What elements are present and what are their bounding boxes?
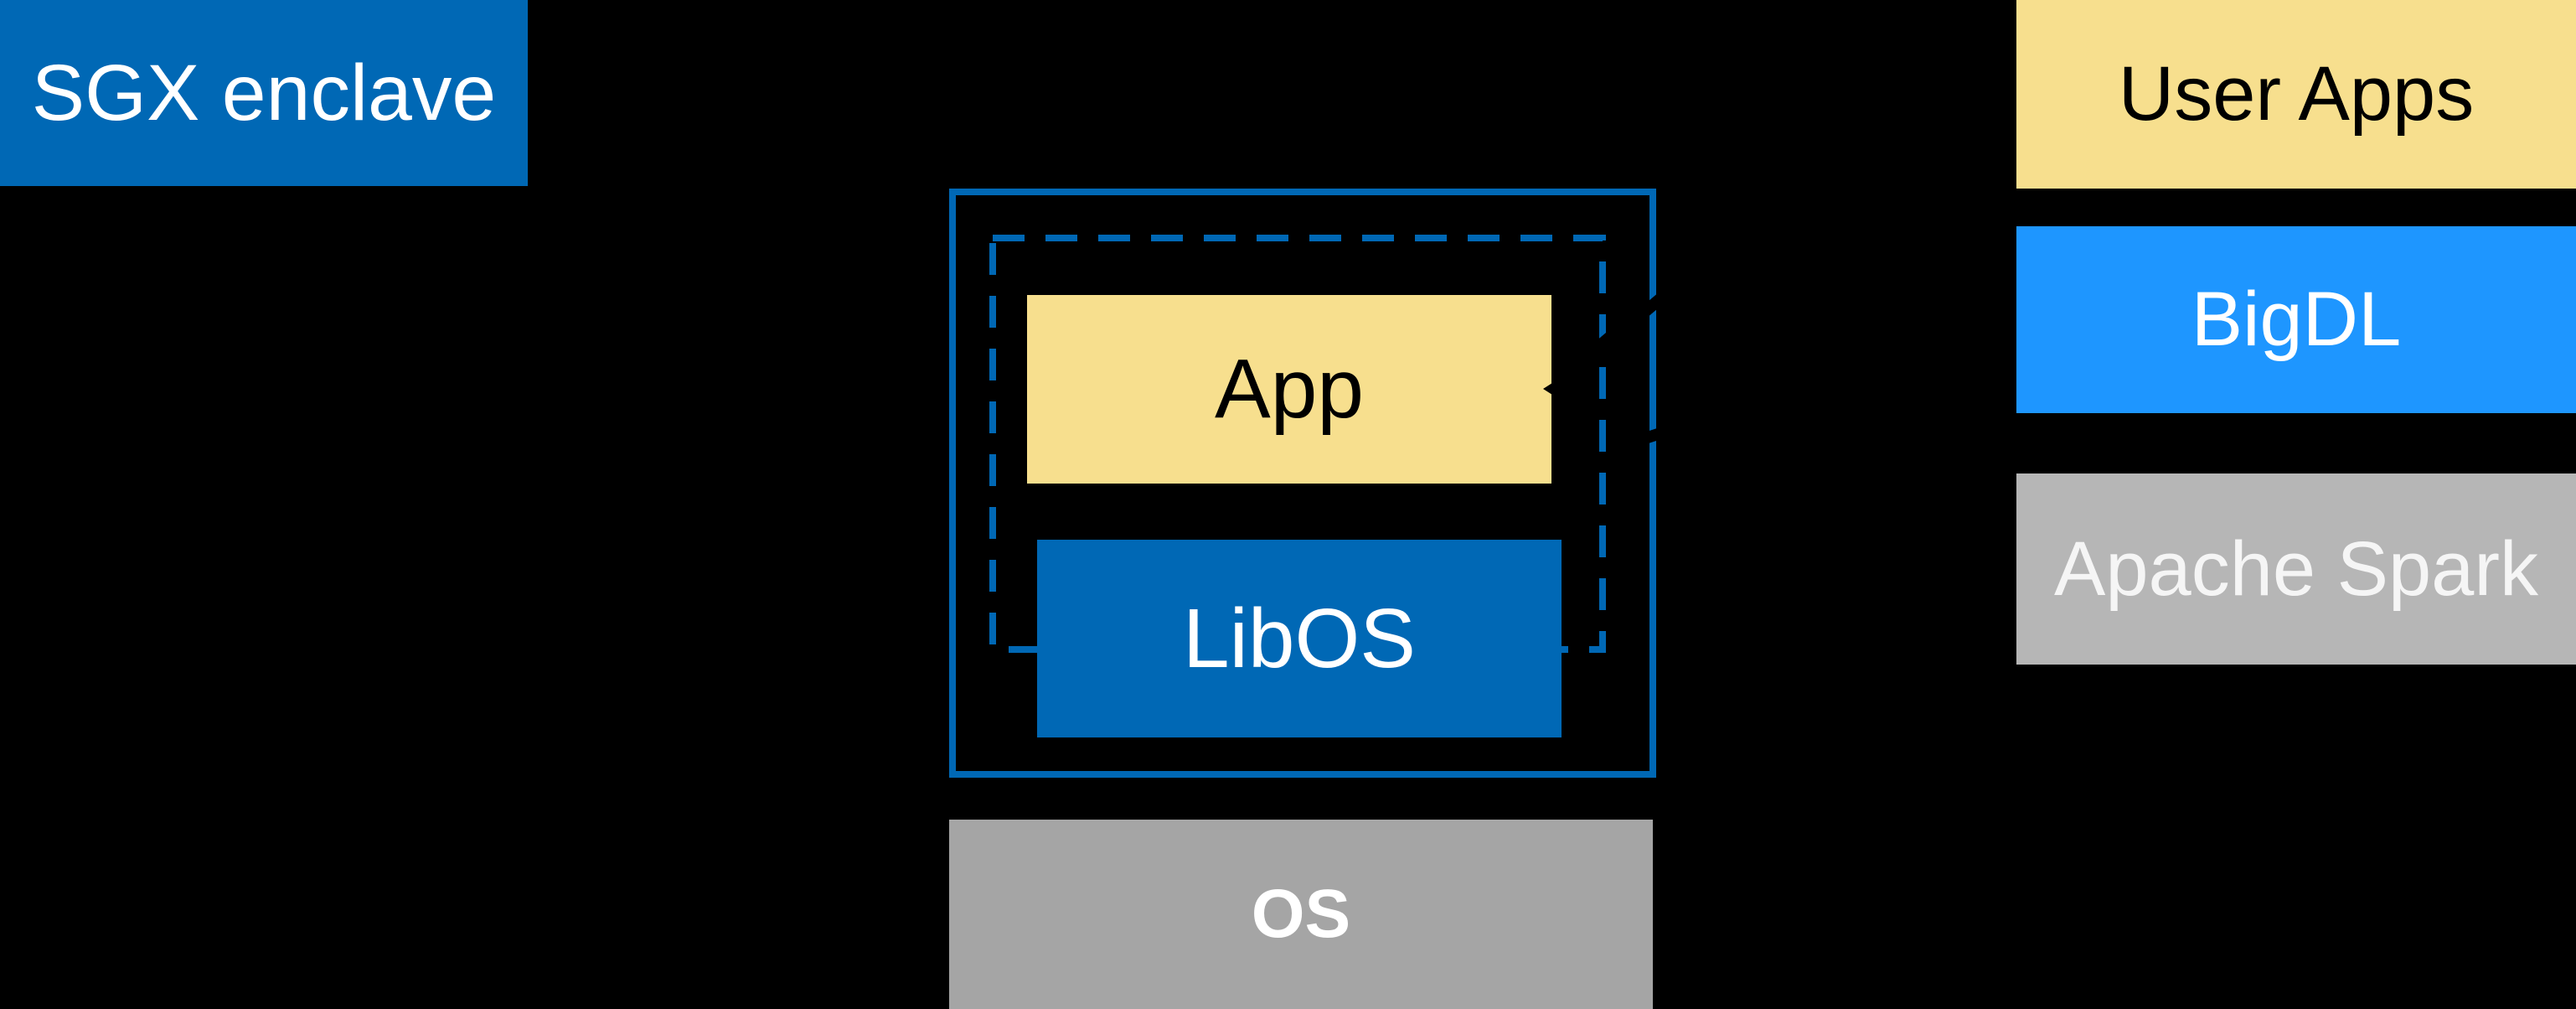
- app-label: App: [1215, 342, 1364, 436]
- user-apps-label: User Apps: [2118, 51, 2475, 137]
- arrow-dash-over-border-lower: [1634, 424, 1672, 448]
- enclave-border: [949, 189, 1656, 778]
- arrow-dash-over-border-upper: [1636, 290, 1670, 320]
- sgx-arrowhead-icon: [519, 509, 532, 522]
- libos-box: LibOS: [1037, 540, 1562, 737]
- bigdl-label: BigDL: [2191, 277, 2402, 362]
- bigdl-box: BigDL: [2016, 226, 2576, 413]
- os-box: OS: [949, 820, 1653, 1009]
- sgx-enclave-label: SGX enclave: [31, 48, 497, 137]
- app-arrowhead-icon: [1543, 377, 1562, 401]
- sgx-enclave-box: SGX enclave: [0, 0, 528, 186]
- libos-label: LibOS: [1183, 591, 1416, 686]
- apache-spark-label: Apache Spark: [2054, 525, 2538, 612]
- app-box: App: [1027, 295, 1551, 484]
- user-apps-box: User Apps: [2016, 0, 2576, 189]
- os-label: OS: [1251, 876, 1351, 952]
- apache-spark-box: Apache Spark: [2016, 473, 2576, 665]
- arrow-dash-over-dashed-boundary: [1587, 324, 1624, 358]
